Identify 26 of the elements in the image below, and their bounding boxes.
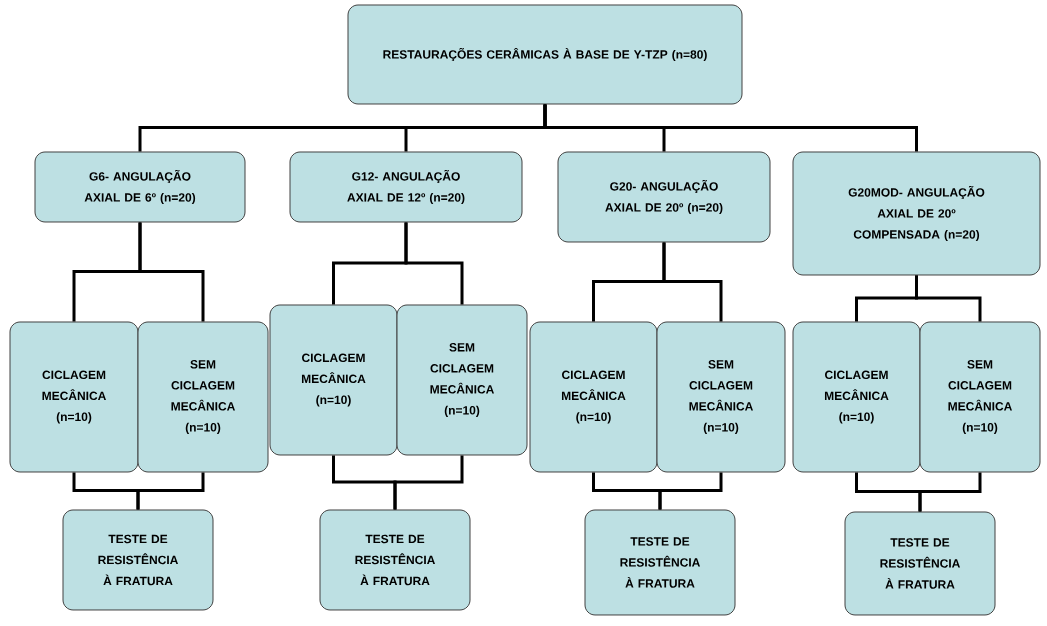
connector-line	[138, 222, 205, 322]
flow-box: TESTE DE RESISTÊNCIA À FRATURA	[584, 509, 736, 616]
flow-box: SEM CICLAGEM MECÂNICA (n=10)	[137, 321, 269, 473]
flow-box: TESTE DE RESISTÊNCIA À FRATURA	[844, 511, 996, 616]
flow-box: TESTE DE RESISTÊNCIA À FRATURA	[319, 509, 471, 611]
flow-box: G12- ANGULAÇÃO AXIAL DE 12º (n=20)	[289, 151, 523, 223]
flow-box: CICLAGEM MECÂNICA (n=10)	[9, 321, 139, 473]
flow-box: CICLAGEM MECÂNICA (n=10)	[792, 321, 921, 473]
connector-line	[915, 275, 982, 322]
connector-line	[404, 222, 464, 305]
flow-box: SEM CICLAGEM MECÂNICA (n=10)	[919, 321, 1041, 473]
connector-line	[662, 242, 723, 322]
flow-box: G6- ANGULAÇÃO AXIAL DE 6º (n=20)	[34, 151, 246, 223]
flow-box: CICLAGEM MECÂNICA (n=10)	[529, 321, 658, 473]
connector-line	[918, 472, 982, 512]
flow-box: CICLAGEM MECÂNICA (n=10)	[269, 304, 398, 456]
flow-box: G20- ANGULAÇÃO AXIAL DE 20º (n=20)	[557, 151, 771, 243]
flow-box: TESTE DE RESISTÊNCIA À FRATURA	[62, 509, 214, 611]
flow-box: G20MOD- ANGULAÇÃO AXIAL DE 20º COMPENSADA (n=20)	[792, 151, 1041, 276]
connector-line	[136, 472, 205, 510]
flow-box: SEM CICLAGEM MECÂNICA (n=10)	[396, 304, 528, 456]
connector-line	[393, 455, 464, 510]
connector-line	[658, 472, 723, 510]
flow-box: SEM CICLAGEM MECÂNICA (n=10)	[656, 321, 786, 473]
flow-box: RESTAURAÇÕES CERÂMICAS À BASE DE Y-TZP (n=80)	[347, 4, 743, 105]
connector-line	[543, 104, 918, 152]
